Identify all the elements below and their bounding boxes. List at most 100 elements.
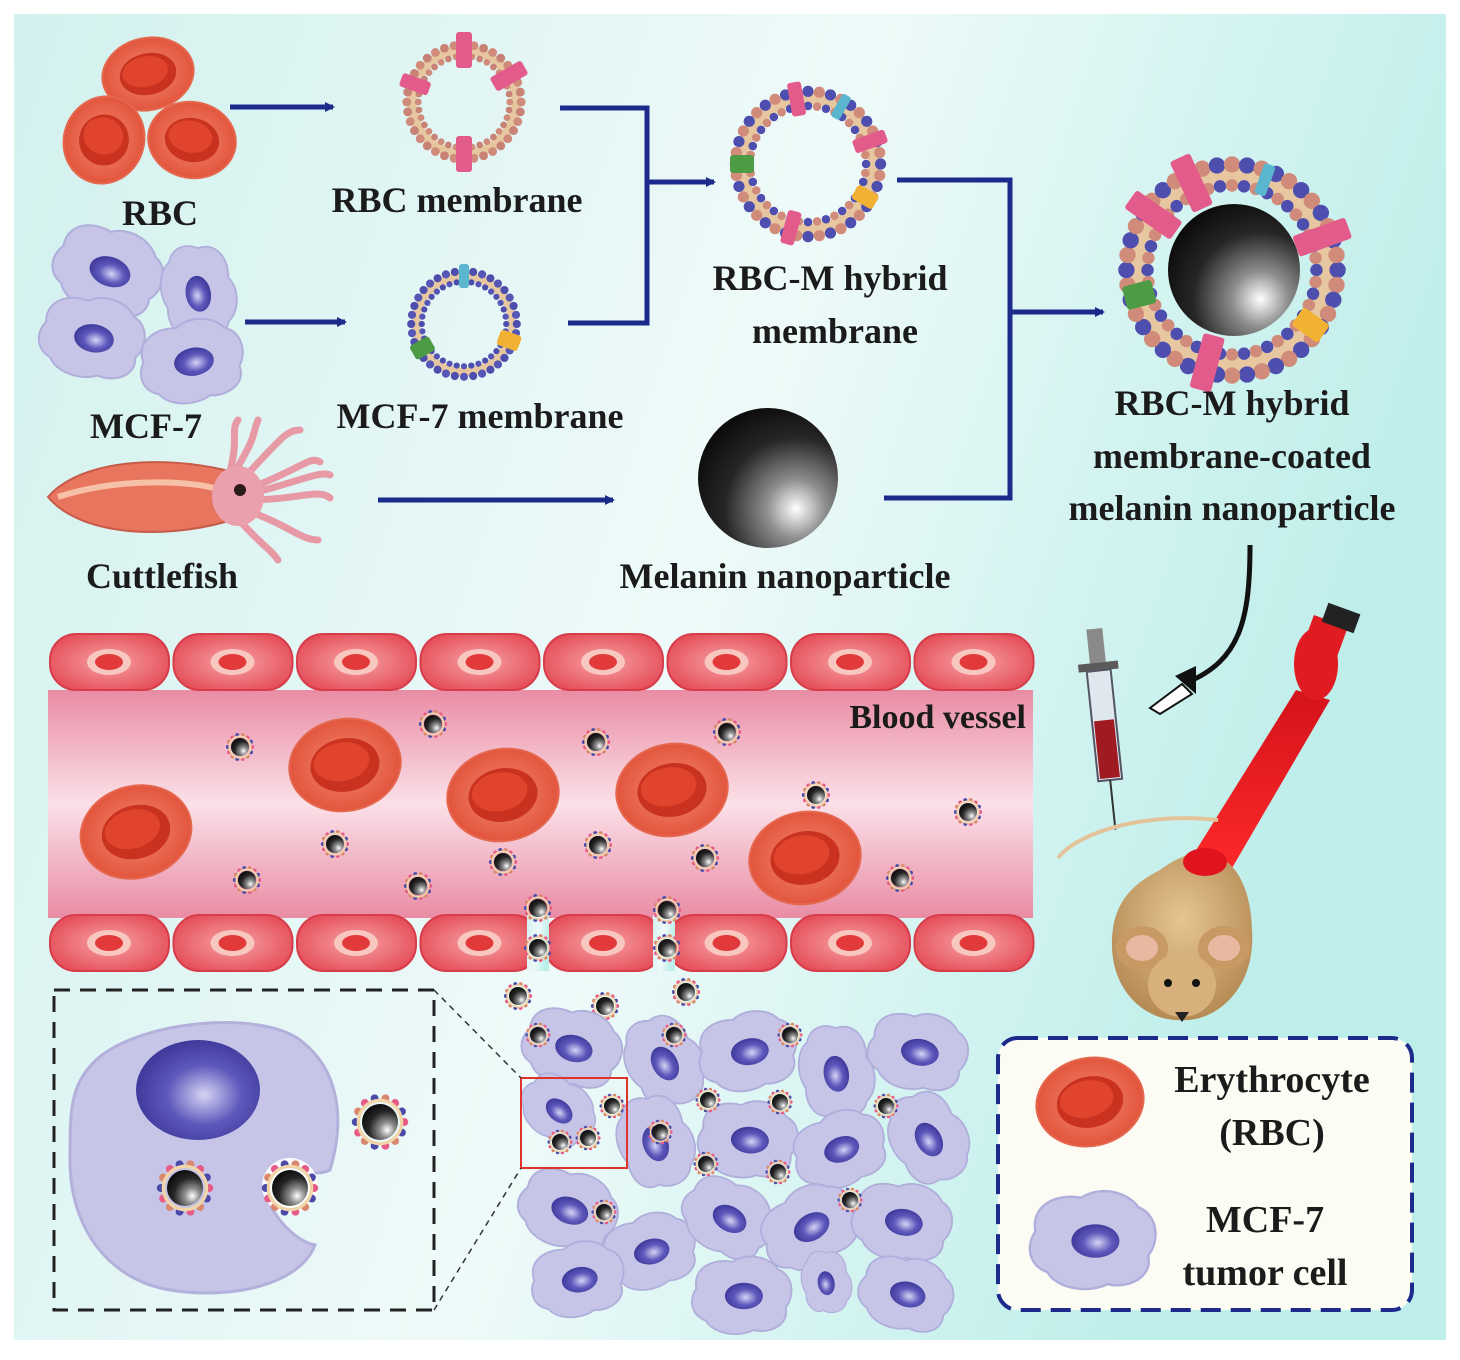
tumor-tissue	[516, 1007, 971, 1335]
coated-nanoparticle	[583, 831, 613, 859]
melanin-sphere	[424, 715, 442, 733]
rbc-cell	[288, 717, 402, 813]
melanin-sphere	[580, 1130, 596, 1146]
coated-nanoparticle	[575, 1125, 601, 1151]
tumor-cell	[159, 245, 238, 339]
rbc-cell	[615, 742, 729, 838]
rbc-cell	[101, 36, 195, 112]
tumor-cell	[691, 1255, 793, 1335]
membrane-protein	[730, 155, 754, 173]
melanin-sphere	[842, 1192, 858, 1208]
melanin-sphere	[326, 835, 344, 853]
laser-beam	[1190, 690, 1330, 880]
coated-nanoparticle	[547, 1129, 573, 1155]
melanin-sphere	[238, 871, 256, 889]
coated-nanoparticle	[873, 1093, 899, 1119]
legend-tumor-line2: tumor cell	[1183, 1252, 1348, 1294]
melanin-sphere	[167, 1170, 203, 1206]
coated-nanoparticle	[671, 978, 701, 1006]
mouse-tail	[1056, 816, 1219, 860]
zoom-inset-frame	[52, 988, 436, 1312]
flow-line	[884, 177, 1013, 501]
melanin-sphere	[782, 1027, 798, 1043]
coated-nanoparticle	[647, 1119, 673, 1145]
membrane-protein	[1122, 280, 1157, 310]
coated-nanoparticle	[885, 864, 915, 892]
coated-nanoparticle	[403, 872, 433, 900]
tumor-cell	[615, 1094, 697, 1189]
syringe	[1077, 627, 1124, 830]
zoomed-nucleus	[136, 1040, 260, 1140]
melanin-sphere	[807, 786, 825, 804]
melanin-sphere	[718, 723, 736, 741]
tumor-cell	[1028, 1190, 1157, 1291]
coated-nanoparticle	[156, 1160, 214, 1216]
laser-cap	[1321, 602, 1361, 634]
membrane-protein	[787, 81, 806, 117]
rbc-cell	[79, 784, 193, 880]
legend-erythrocyte-line2: (RBC)	[1219, 1112, 1325, 1154]
coated-nanoparticle	[523, 894, 553, 922]
zoom-inset	[52, 988, 522, 1312]
membrane-protein	[852, 129, 888, 153]
melanin-sphere	[587, 733, 605, 751]
mouse-head	[1148, 953, 1216, 1017]
label-rbc-membrane: RBC membrane	[332, 180, 583, 220]
tumor-cell	[850, 1182, 954, 1262]
legend-erythrocyte-line1: Erythrocyte	[1174, 1059, 1370, 1101]
label-coated-line1: RBC-M hybrid	[1114, 383, 1349, 423]
zoom-selection-box	[520, 1077, 628, 1169]
mouse-eye	[1164, 979, 1172, 987]
membrane-protein	[1189, 333, 1225, 392]
coated-nanoparticle	[765, 1159, 791, 1185]
melanin-sphere	[529, 899, 547, 917]
coated-nanoparticle-membrane	[1118, 153, 1352, 392]
melanin-nanoparticle	[698, 408, 838, 548]
coated-nanoparticle	[225, 733, 255, 761]
rbc-cell	[1035, 1056, 1145, 1148]
membrane-protein	[1292, 218, 1352, 257]
membrane-protein	[459, 264, 469, 288]
label-coated-line2: membrane-coated	[1093, 436, 1371, 476]
mcf7-membrane-vesicle	[407, 264, 522, 381]
melanin-sphere	[231, 738, 249, 756]
flow-line	[560, 105, 650, 326]
melanin-sphere	[604, 1098, 620, 1114]
melanin-sphere	[891, 869, 909, 887]
coated-nanoparticle	[767, 1089, 793, 1115]
legend	[996, 1036, 1414, 1312]
membrane-protein	[780, 210, 802, 246]
membrane-protein	[1254, 163, 1276, 197]
coated-nanoparticle	[777, 1022, 803, 1048]
coated-nanoparticle	[693, 1151, 719, 1177]
zoom-connector	[433, 1167, 522, 1311]
melanin-sphere	[666, 1027, 682, 1043]
coated-nanoparticle	[320, 830, 350, 858]
melanin-sphere	[596, 997, 614, 1015]
melanin-sphere	[959, 803, 977, 821]
mouse-nose	[1175, 1012, 1189, 1022]
tumor-cell	[531, 1240, 625, 1319]
tumor-cell	[516, 1167, 619, 1253]
coated-nanoparticle	[953, 798, 983, 826]
label-hybrid-line2: membrane	[752, 311, 918, 351]
coated-nanoparticle	[690, 844, 720, 872]
membrane-protein	[456, 32, 472, 68]
coated-nanoparticle	[590, 992, 620, 1020]
melanin-sphere	[494, 853, 512, 871]
membrane-protein	[851, 185, 879, 209]
melanin-sphere	[700, 1092, 716, 1108]
tumor-cell	[51, 224, 165, 318]
coated-nanoparticle	[581, 728, 611, 756]
melanin-sphere	[772, 1094, 788, 1110]
coated-nanoparticle	[652, 934, 682, 962]
melanin-sphere	[552, 1134, 568, 1150]
melanin-sphere	[696, 849, 714, 867]
mouse-body	[1111, 852, 1253, 1021]
coated-nanoparticle	[523, 934, 553, 962]
membrane-protein	[456, 136, 472, 172]
rbc-cell	[446, 747, 560, 843]
coated-nanoparticle	[418, 710, 448, 738]
